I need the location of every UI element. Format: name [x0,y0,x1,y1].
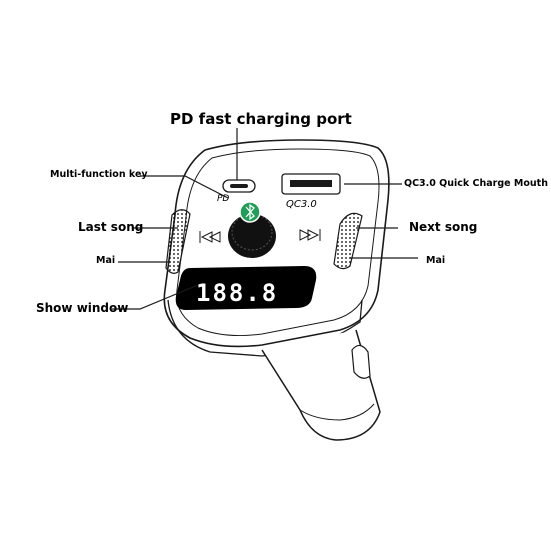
label-qc-quick-charge-mouth: QC3.0 Quick Charge Mouth [404,178,548,189]
display-digits: 188.8 [196,279,278,307]
qc-marking: QC3.0 [286,199,317,210]
label-multi-function-key: Multi-function key [50,169,148,180]
label-last-song: Last song [78,220,144,234]
pd-port-tongue [230,184,248,188]
multi-function-knob[interactable] [228,201,276,258]
car-plug [261,329,381,441]
label-next-song: Next song [409,220,478,234]
display-window [175,266,317,310]
car-plug-tip [351,344,371,379]
device-body-inner-edge [176,148,380,337]
device-skirt [167,299,363,357]
previous-track-icon[interactable] [199,231,221,243]
label-show-window: Show window [36,301,129,315]
pd-marking: PD [217,194,229,204]
leader-lines [112,128,418,310]
label-mai-right: Mai [426,255,446,266]
mic-grille-right [333,212,363,270]
label-mai-left: Mai [96,255,116,266]
car-plug-ridge [299,403,375,421]
next-track-icon[interactable] [299,229,321,241]
mic-grille-left [165,209,191,274]
qc-port-tongue [290,180,332,187]
label-pd-fast-charging-port: PD fast charging port [170,110,352,128]
